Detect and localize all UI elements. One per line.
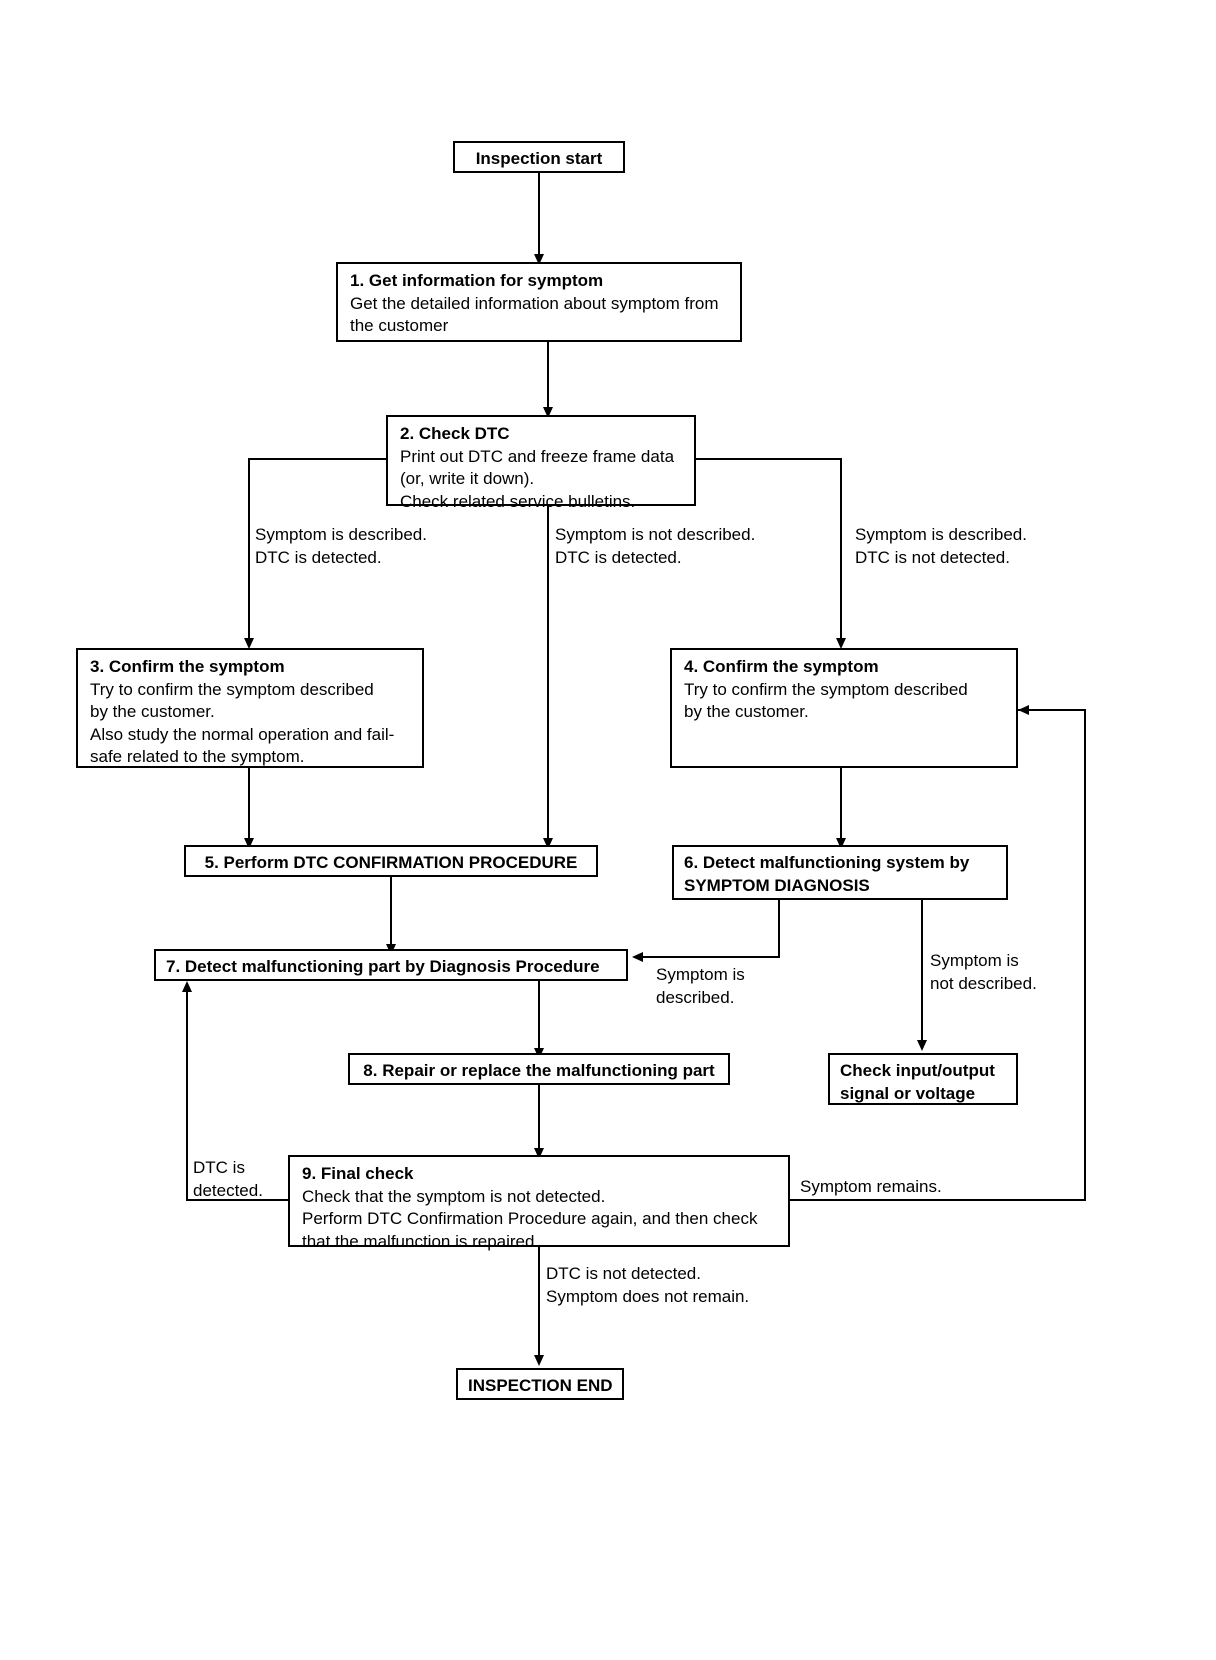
edge-7-to-8	[538, 981, 540, 1053]
edge-9-to-7-vertical	[186, 992, 188, 1201]
node-2-title: 2. Check DTC	[400, 424, 510, 443]
arrowhead-1-to-2	[543, 407, 553, 418]
node-2-check-dtc[interactable]: 2. Check DTC Print out DTC and freeze fr…	[386, 415, 696, 511]
edge-5-to-7	[390, 877, 392, 949]
node-1-get-information[interactable]: 1. Get information for symptom Get the d…	[336, 262, 742, 342]
label-branch-right: Symptom is described. DTC is not detecte…	[855, 525, 1027, 567]
node-3-body: Try to confirm the symptom described by …	[90, 679, 395, 767]
edge-branch-middle-vertical	[547, 506, 549, 843]
node-9-title: 9. Final check	[302, 1164, 414, 1183]
node-7-title: 7. Detect malfunctioning part by Diagnos…	[166, 957, 600, 976]
arrowhead-8-to-9	[534, 1148, 544, 1159]
node-3-confirm-symptom[interactable]: 3. Confirm the symptom Try to confirm th…	[76, 648, 424, 768]
node-inspection-end-label: INSPECTION END	[468, 1376, 613, 1395]
arrowhead-9-to-7	[182, 981, 192, 992]
node-2-body: Print out DTC and freeze frame data (or,…	[400, 446, 675, 511]
node-9-final-check[interactable]: 9. Final check Check that the symptom is…	[288, 1155, 790, 1251]
edge-branch-left-vertical	[248, 458, 250, 643]
node-8-repair-or-replace[interactable]: 8. Repair or replace the malfunctioning …	[348, 1053, 730, 1085]
arrowhead-branch-left	[244, 638, 254, 649]
node-5-perform-dtc-confirmation[interactable]: 5. Perform DTC CONFIRMATION PROCEDURE	[184, 845, 598, 877]
node-3-title: 3. Confirm the symptom	[90, 657, 285, 676]
arrowhead-4-to-6	[836, 838, 846, 849]
label-symptom-not-described: Symptom is not described.	[930, 951, 1037, 993]
arrowhead-start-to-1	[534, 254, 544, 265]
edge-6-to-7-vertical	[778, 900, 780, 958]
edge-2-branch-bus-left	[248, 458, 388, 460]
edge-4-to-6	[840, 768, 842, 843]
arrowhead-branch-middle	[543, 838, 553, 849]
edge-9-to-end	[538, 1247, 540, 1360]
node-inspection-end[interactable]: INSPECTION END	[456, 1368, 624, 1400]
edge-9-to-4-vertical	[1084, 709, 1086, 1201]
edge-9-to-7-horizontal	[186, 1199, 290, 1201]
edge-8-to-9	[538, 1085, 540, 1157]
node-1-title: 1. Get information for symptom	[350, 271, 604, 290]
node-1-body: Get the detailed information about sympt…	[350, 293, 719, 336]
edge-3-to-5	[248, 768, 250, 843]
label-final-pass: DTC is not detected. Symptom does not re…	[546, 1264, 750, 1306]
node-inspection-start-label: Inspection start	[475, 149, 603, 168]
edge-start-to-1	[538, 173, 540, 258]
arrowhead-3-to-5	[244, 838, 254, 849]
node-4-title: 4. Confirm the symptom	[684, 657, 879, 676]
node-check-input-output[interactable]: Check input/output signal or voltage	[828, 1053, 1018, 1105]
edge-9-to-4-horizontal-top	[1018, 709, 1086, 711]
edge-6-to-check-io	[921, 900, 923, 1045]
edge-2-branch-bus-right	[694, 458, 842, 460]
arrowhead-6-to-7	[632, 952, 643, 962]
node-7-detect-malfunctioning-part[interactable]: 7. Detect malfunctioning part by Diagnos…	[154, 949, 628, 981]
edge-9-to-4-horizontal-bottom	[790, 1199, 1086, 1201]
node-4-confirm-symptom[interactable]: 4. Confirm the symptom Try to confirm th…	[670, 648, 1018, 768]
node-check-io-title: Check input/output signal or voltage	[840, 1061, 995, 1103]
node-inspection-start[interactable]: Inspection start	[453, 141, 625, 173]
label-dtc-detected: DTC is detected.	[193, 1158, 263, 1200]
node-6-detect-malfunctioning-system[interactable]: 6. Detect malfunctioning system by SYMPT…	[672, 845, 1008, 900]
node-8-title: 8. Repair or replace the malfunctioning …	[363, 1061, 715, 1080]
node-4-body: Try to confirm the symptom described by …	[684, 679, 968, 722]
arrowhead-6-to-check-io	[917, 1040, 927, 1051]
node-5-title: 5. Perform DTC CONFIRMATION PROCEDURE	[204, 853, 578, 872]
edge-6-to-7-horizontal	[643, 956, 780, 958]
node-9-body: Check that the symptom is not detected. …	[302, 1186, 758, 1251]
arrowhead-branch-right	[836, 638, 846, 649]
label-branch-middle: Symptom is not described. DTC is detecte…	[555, 525, 756, 567]
edge-1-to-2	[547, 342, 549, 412]
edge-branch-right-vertical	[840, 458, 842, 643]
arrowhead-9-to-4	[1018, 705, 1029, 715]
label-symptom-described: Symptom is described.	[656, 965, 745, 1007]
label-branch-left: Symptom is described. DTC is detected.	[255, 525, 427, 567]
node-6-title: 6. Detect malfunctioning system by SYMPT…	[684, 853, 970, 895]
label-symptom-remains: Symptom remains.	[800, 1177, 942, 1196]
arrowhead-9-to-end	[534, 1355, 544, 1366]
